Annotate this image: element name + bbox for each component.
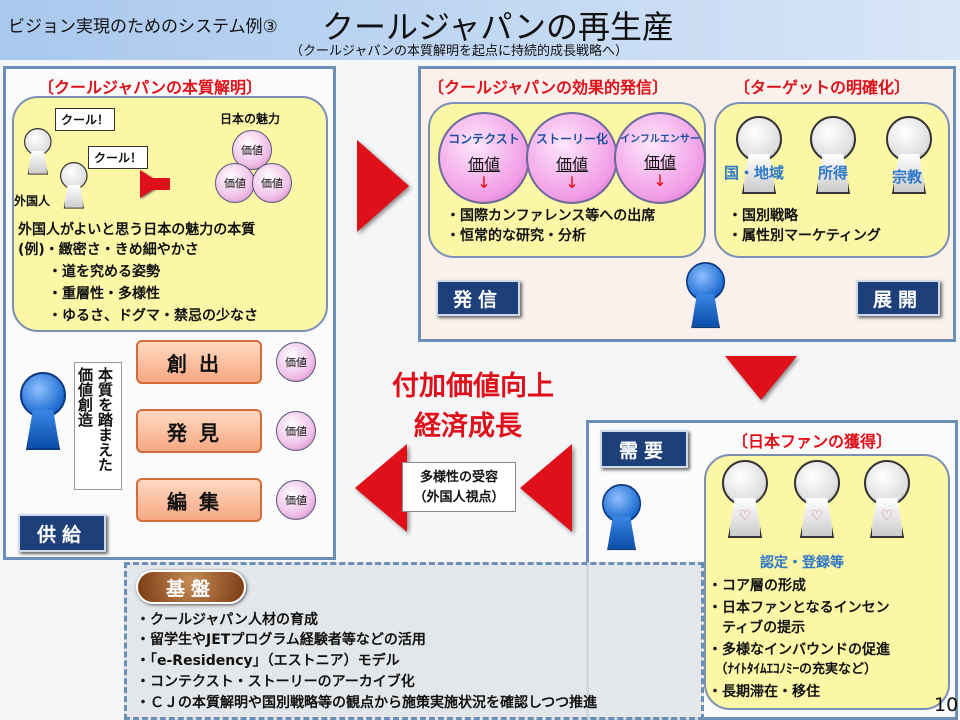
target-heading: 〔ターゲットの明確化〕 xyxy=(734,78,911,97)
essence-heading: 〔クールジャパンの本質解明〕 xyxy=(38,78,263,97)
supplier-person-icon xyxy=(20,372,66,454)
diversity-label: 多様性の受容 xyxy=(419,470,498,485)
arrow-down-icon: ↓ xyxy=(653,171,667,190)
person-icon xyxy=(810,116,856,198)
value-circle: 価値 xyxy=(232,130,272,170)
influencer-circle: インフルエンサー価値↓ xyxy=(614,112,706,204)
diversity-box: 多様性の受容 （外国人視点） xyxy=(402,462,516,512)
base-bullet: ・留学生やJETプログラム経験者等などの活用 xyxy=(136,632,426,648)
supply-button[interactable]: 供給 xyxy=(18,514,106,552)
target-bullet: ・属性別マーケティング xyxy=(728,228,881,244)
send-button[interactable]: 発信 xyxy=(436,280,520,316)
speech-cool-1: クール！ xyxy=(55,108,116,131)
arrow-down-icon xyxy=(725,356,797,400)
person-icon xyxy=(886,116,932,198)
value-circle: 価値 xyxy=(215,163,255,203)
consumer-person-icon xyxy=(602,484,642,554)
story-circle: ストーリー化価値↓ xyxy=(526,112,618,204)
demand-bullet: ・日本ファンとなるインセン xyxy=(708,600,890,616)
demand-bullet: ・長期滞在・移住 xyxy=(708,684,820,700)
demand-bullet: ・多様なインバウンドの促進 xyxy=(708,642,890,658)
page-title: クールジャパンの再生産 xyxy=(322,8,675,46)
transmit-heading: 〔クールジャパンの効果的発信〕 xyxy=(428,78,669,97)
speech-cool-2: クール！ xyxy=(88,146,149,169)
demand-bullet: （ﾅｲﾄﾀｲﾑｴｺﾉﾐｰの充実など） xyxy=(708,662,878,677)
edit-button[interactable]: 編集 xyxy=(136,478,262,522)
essence-line: 外国人がよいと思う日本の魅力の本質 xyxy=(18,222,256,238)
essence-bubble xyxy=(12,96,328,332)
circle-value: 価値 xyxy=(643,153,676,172)
page-subtitle: （クールジャパンの本質解明を起点に持続的成長戦略へ） xyxy=(290,44,629,59)
demand-heading: 〔日本ファンの獲得〕 xyxy=(732,432,893,451)
essence-line: (例)・緻密さ・きめ細やかさ xyxy=(18,242,199,258)
arrow-left-icon xyxy=(520,444,572,532)
charm-label: 日本の魅力 xyxy=(220,112,281,126)
transmit-bullet: ・恒常的な研究・分析 xyxy=(446,228,586,244)
series-title: ビジョン実現のためのシステム例③ xyxy=(8,17,278,37)
transmit-bullet: ・国際カンファレンス等への出席 xyxy=(446,208,656,224)
circle-title: ストーリー化 xyxy=(535,132,608,146)
demand-bullet: ティブの提示 xyxy=(708,620,806,636)
base-bullet: ・ＣＪの本質解明や国別戦略等の観点から施策実施状況を確認しつつ推進 xyxy=(136,695,598,711)
essence-line: ・重層性・多様性 xyxy=(48,286,160,302)
circle-value: 価値 xyxy=(555,155,588,174)
person-icon xyxy=(24,128,52,177)
discover-button[interactable]: 発見 xyxy=(136,409,262,453)
essence-line: ・道を究める姿勢 xyxy=(48,264,160,280)
fan-person-icon: ♡ xyxy=(794,460,840,542)
create-button[interactable]: 創出 xyxy=(136,340,262,384)
expand-button[interactable]: 展開 xyxy=(856,280,940,316)
circle-title: コンテクスト xyxy=(448,132,520,146)
target-bullet: ・国別戦略 xyxy=(728,208,798,224)
circle-title: インフルエンサー xyxy=(620,134,700,145)
essence-line: ・ゆるさ、ドグマ・禁忌の少なさ xyxy=(48,308,258,324)
value-circle: 価値 xyxy=(276,411,316,451)
circle-value: 価値 xyxy=(467,155,500,174)
fan-person-icon: ♡ xyxy=(864,460,910,542)
arrow-left-icon xyxy=(355,444,407,532)
header-band xyxy=(0,0,960,60)
certification-label: 認定・登録等 xyxy=(760,555,844,571)
fan-person-icon: ♡ xyxy=(722,460,768,542)
target-region: 国・地域 xyxy=(724,164,785,182)
arrow-down-icon: ↓ xyxy=(565,173,579,192)
transmitter-person-icon xyxy=(686,262,726,332)
value-circle: 価値 xyxy=(276,342,316,382)
page-number: 10 xyxy=(934,694,959,716)
context-circle: コンテクスト価値↓ xyxy=(438,112,530,204)
base-bullet: ・「e-Residency」（エストニア）モデル xyxy=(136,653,400,669)
target-religion: 宗教 xyxy=(892,168,923,186)
arrow-shaft xyxy=(140,178,170,190)
person-icon xyxy=(736,116,782,198)
diversity-sub: （外国人視点） xyxy=(413,490,505,505)
target-income: 所得 xyxy=(818,164,849,182)
value-creation-label: 本質を踏まえた価値創造 xyxy=(74,362,122,490)
arrow-down-icon: ↓ xyxy=(477,173,491,192)
value-circle: 価値 xyxy=(276,480,316,520)
base-bullet: ・コンテクスト・ストーリーのアーカイブ化 xyxy=(136,674,415,690)
demand-button[interactable]: 需要 xyxy=(600,430,688,468)
demand-bullet: ・コア層の形成 xyxy=(708,578,806,594)
value-add-text: 付加価値向上 xyxy=(392,371,554,402)
arrow-right-icon xyxy=(357,140,409,232)
base-bullet: ・クールジャパン人材の育成 xyxy=(136,612,318,628)
base-label: 基盤 xyxy=(136,570,246,604)
person-icon xyxy=(60,162,88,211)
value-circle: 価値 xyxy=(252,163,292,203)
growth-text: 経済成長 xyxy=(414,411,522,442)
foreigner-label: 外国人 xyxy=(14,194,51,208)
